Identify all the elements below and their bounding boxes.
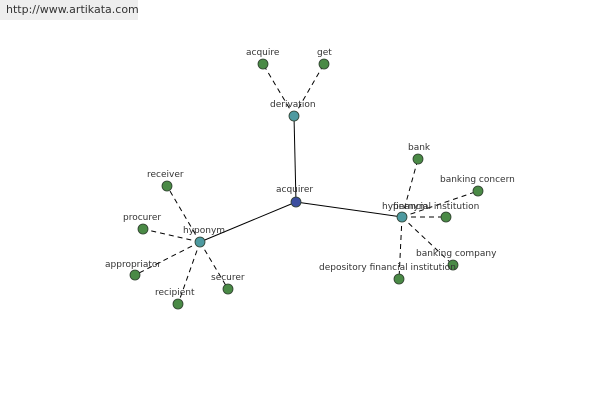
label-banking-concern[interactable]: banking concern [440, 175, 515, 185]
node-banking-company[interactable] [447, 259, 459, 271]
node-acquirer[interactable] [290, 196, 302, 208]
label-acquirer[interactable]: acquirer [276, 185, 313, 195]
edge-acquirer-derivation [293, 115, 297, 203]
node-depository-financial-institution[interactable] [393, 273, 405, 285]
node-acquire[interactable] [257, 58, 269, 70]
label-securer[interactable]: securer [211, 273, 245, 283]
label-get[interactable]: get [317, 48, 332, 58]
label-depository-financial-institution[interactable]: depository financial institution [319, 263, 456, 273]
node-securer[interactable] [222, 283, 234, 295]
label-derivation[interactable]: derivation [270, 100, 316, 110]
label-hyponym[interactable]: hyponym [183, 226, 225, 236]
node-bank[interactable] [412, 153, 424, 165]
label-acquire[interactable]: acquire [246, 48, 280, 58]
edge-hypernym-depository-financial-institution [398, 216, 403, 280]
node-hypernym[interactable] [396, 211, 408, 223]
label-bank[interactable]: bank [408, 143, 431, 153]
edge-hyponym-appropriator [134, 241, 201, 276]
edge-derivation-get [293, 63, 325, 117]
edge-hyponym-recipient [177, 241, 201, 305]
label-hypernym[interactable]: hypernym [382, 202, 428, 212]
node-financial-institution[interactable] [440, 211, 452, 223]
edge-derivation-acquire [262, 63, 295, 117]
edge-acquirer-hyponym [199, 201, 297, 243]
edge-hyponym-procurer [142, 228, 201, 243]
edge-hyponym-receiver [166, 185, 201, 243]
node-procurer[interactable] [137, 223, 149, 235]
label-procurer[interactable]: procurer [123, 213, 161, 223]
edge-hypernym-bank [401, 158, 419, 218]
label-financial-institution[interactable]: financial institution [393, 202, 479, 212]
node-appropriator[interactable] [129, 269, 141, 281]
label-banking-company[interactable]: banking company [416, 249, 497, 259]
node-hyponym[interactable] [194, 236, 206, 248]
label-receiver[interactable]: receiver [147, 170, 184, 180]
edge-acquirer-hypernym [295, 201, 403, 218]
node-derivation[interactable] [288, 110, 300, 122]
edge-hyponym-securer [199, 241, 229, 290]
node-recipient[interactable] [172, 298, 184, 310]
source-url-banner[interactable]: http://www.artikata.com [0, 0, 139, 20]
node-get[interactable] [318, 58, 330, 70]
edge-hypernym-banking-concern [401, 190, 479, 218]
edge-hypernym-banking-company [401, 216, 454, 266]
label-recipient[interactable]: recipient [155, 288, 195, 298]
node-receiver[interactable] [161, 180, 173, 192]
node-banking-concern[interactable] [472, 185, 484, 197]
label-appropriator[interactable]: appropriator [105, 260, 161, 270]
